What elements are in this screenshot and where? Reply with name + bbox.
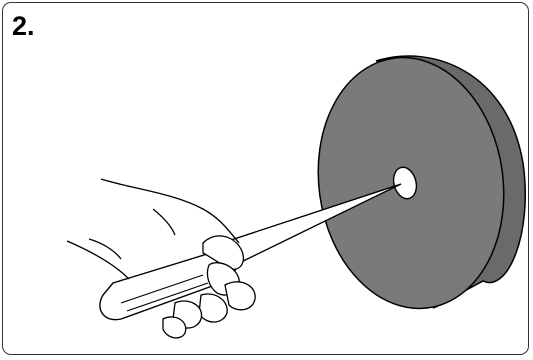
finger: [225, 282, 255, 310]
hand: [67, 179, 255, 338]
instruction-panel: 2.: [2, 2, 529, 355]
knuckle-line: [153, 209, 175, 235]
finger: [163, 317, 186, 338]
hand-outline: [67, 241, 129, 279]
finger: [199, 294, 227, 322]
grinding-wheel-illustration: [3, 3, 529, 355]
knuckle-line: [89, 239, 121, 259]
hand-outline: [101, 179, 239, 243]
grinding-wheel: [302, 45, 525, 320]
